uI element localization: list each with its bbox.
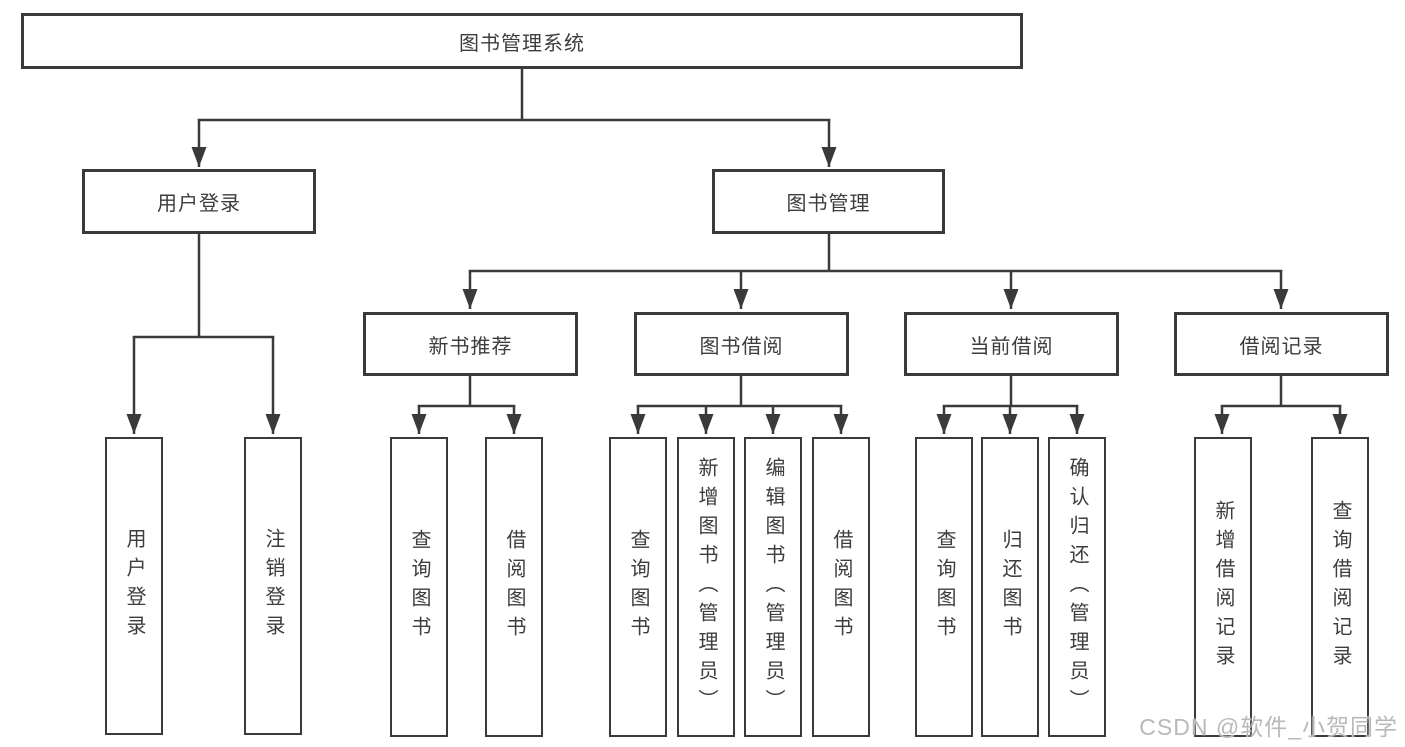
node-label: 确认归还（管理员） — [1066, 456, 1088, 718]
leaf-borrow-query-books: 查询图书 — [609, 437, 667, 737]
leaf-records-add-record: 新增借阅记录 — [1194, 437, 1252, 737]
node-user-login: 用户登录 — [82, 169, 316, 234]
node-label: 图书管理 — [786, 193, 871, 215]
node-label: 用户登录 — [157, 193, 241, 215]
leaf-current-confirm-return-admin: 确认归还（管理员） — [1048, 437, 1106, 737]
leaf-user-login: 用户登录 — [105, 437, 163, 735]
node-label: 注销登录 — [262, 528, 284, 644]
leaf-logout: 注销登录 — [244, 437, 302, 735]
node-new-book-recommend: 新书推荐 — [363, 312, 578, 376]
leaf-current-query-books: 查询图书 — [915, 437, 973, 737]
leaf-borrow-edit-books-admin: 编辑图书（管理员） — [744, 437, 802, 737]
leaf-newbook-query-books: 查询图书 — [390, 437, 448, 737]
node-label: 用户登录 — [123, 528, 145, 644]
node-current-borrow: 当前借阅 — [904, 312, 1119, 376]
leaf-borrow-add-books-admin: 新增图书（管理员） — [677, 437, 735, 737]
node-label: 借阅记录 — [1239, 335, 1324, 358]
node-label: 查询图书 — [408, 529, 430, 645]
node-label: 查询图书 — [933, 529, 955, 645]
node-label: 新增图书（管理员） — [695, 456, 717, 718]
node-library-system: 图书管理系统 — [21, 13, 1023, 69]
node-book-borrow: 图书借阅 — [634, 312, 849, 376]
node-label: 借阅图书 — [503, 529, 525, 645]
csdn-watermark: CSDN @软件_小贺同学 — [1139, 714, 1398, 740]
node-label: 查询借阅记录 — [1329, 500, 1351, 674]
node-book-management: 图书管理 — [712, 169, 945, 234]
node-label: 归还图书 — [999, 529, 1021, 645]
node-label: 新增借阅记录 — [1212, 500, 1234, 674]
leaf-records-query-record: 查询借阅记录 — [1311, 437, 1369, 737]
leaf-borrow-borrow-books: 借阅图书 — [812, 437, 870, 737]
node-label: 编辑图书（管理员） — [762, 456, 784, 718]
node-borrow-records: 借阅记录 — [1174, 312, 1389, 376]
node-label: 查询图书 — [627, 529, 649, 645]
leaf-newbook-borrow-books: 借阅图书 — [485, 437, 543, 737]
leaf-current-return-books: 归还图书 — [981, 437, 1039, 737]
node-label: 图书借阅 — [699, 335, 784, 358]
node-label: 借阅图书 — [830, 529, 852, 645]
node-label: 当前借阅 — [969, 335, 1054, 358]
node-label: 图书管理系统 — [459, 32, 585, 55]
node-label: 新书推荐 — [428, 335, 513, 358]
